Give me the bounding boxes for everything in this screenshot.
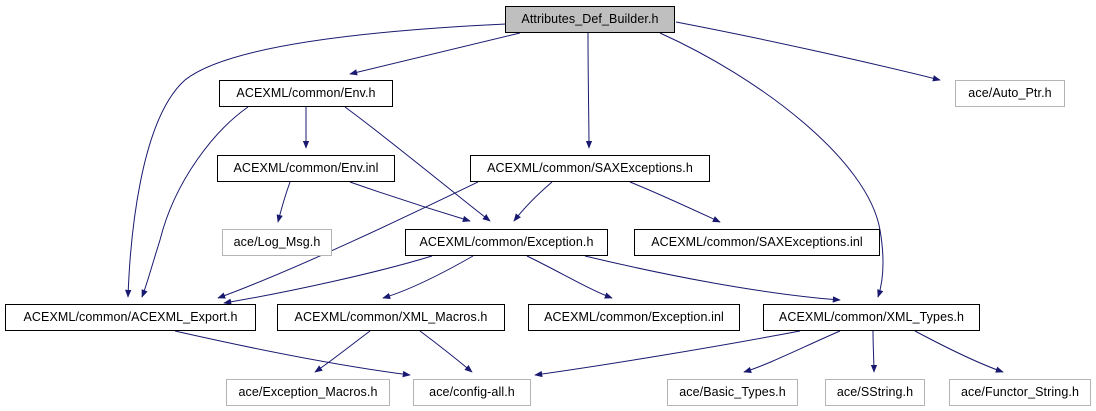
graph-node-label: ACEXML/common/XML_Types.h — [778, 310, 965, 325]
graph-edge-exception_h-to-xml_types — [584, 255, 841, 303]
graph-node-exception_inl[interactable]: ACEXML/common/Exception.inl — [528, 304, 740, 331]
graph-node-sstring[interactable]: ace/SString.h — [825, 379, 925, 406]
graph-edge-env_h-to-exception_h — [344, 106, 491, 222]
graph-edge-env_inl-to-exception_h — [349, 181, 471, 222]
graph-node-auto_ptr[interactable]: ace/Auto_Ptr.h — [955, 80, 1065, 107]
graph-edge-saxexc_h-to-export_h — [217, 181, 479, 299]
graph-node-xml_macros[interactable]: ACEXML/common/XML_Macros.h — [277, 304, 505, 331]
graph-node-label: ACEXML/common/XML_Macros.h — [294, 310, 488, 325]
graph-node-label: ACEXML/common/Exception.h — [419, 235, 594, 250]
graph-node-label: ace/Log_Msg.h — [233, 235, 321, 250]
graph-node-label: ACEXML/common/SAXExceptions.h — [487, 161, 693, 176]
graph-edge-xml_types-to-config_all — [534, 330, 801, 378]
graph-edge-root-to-export_h — [125, 23, 507, 298]
graph-edge-root-to-saxexc_h — [585, 32, 593, 149]
graph-edge-saxexc_h-to-exception_h — [513, 181, 553, 222]
graph-edge-env_inl-to-log_msg — [276, 181, 291, 223]
graph-node-config_all[interactable]: ace/config-all.h — [413, 379, 531, 406]
graph-edge-xml_macros-to-exc_macros — [314, 330, 371, 373]
graph-edge-exception_h-to-xml_macros — [382, 255, 474, 300]
graph-node-label: ACEXML/common/Exception.inl — [544, 310, 724, 325]
graph-edge-env_h-to-export_h — [141, 106, 249, 298]
graph-node-label: ace/config-all.h — [429, 385, 515, 400]
graph-node-env_inl[interactable]: ACEXML/common/Env.inl — [217, 155, 395, 182]
graph-edge-root-to-xml_types — [659, 32, 884, 298]
graph-edge-root-to-env_h — [349, 32, 521, 76]
graph-node-label: ace/Basic_Types.h — [679, 385, 786, 400]
graph-node-saxexc_h[interactable]: ACEXML/common/SAXExceptions.h — [470, 155, 710, 182]
graph-node-label: ACEXML/common/SAXExceptions.inl — [651, 235, 863, 250]
graph-node-exc_macros[interactable]: ace/Exception_Macros.h — [226, 379, 390, 406]
graph-node-saxexc_inl[interactable]: ACEXML/common/SAXExceptions.inl — [634, 229, 880, 256]
graph-edge-exception_h-to-export_h — [223, 255, 433, 305]
graph-node-export_h[interactable]: ACEXML/common/ACEXML_Export.h — [5, 304, 256, 331]
graph-node-label: ace/Auto_Ptr.h — [968, 86, 1052, 101]
graph-node-label: Attributes_Def_Builder.h — [521, 12, 659, 27]
graph-node-label: ACEXML/common/Env.h — [236, 86, 376, 101]
graph-node-xml_types[interactable]: ACEXML/common/XML_Types.h — [763, 304, 980, 331]
graph-edge-xml_types-to-sstring — [870, 330, 878, 373]
graph-node-label: ace/Functor_String.h — [960, 385, 1080, 400]
graph-edge-xml_types-to-functor_string — [914, 330, 1004, 373]
graph-node-exception_h[interactable]: ACEXML/common/Exception.h — [405, 229, 608, 256]
graph-node-label: ACEXML/common/Env.inl — [233, 161, 379, 176]
graph-node-log_msg[interactable]: ace/Log_Msg.h — [222, 229, 332, 256]
graph-edge-root-to-auto_ptr — [675, 21, 941, 82]
graph-edge-xml_types-to-basic_types — [743, 330, 841, 373]
graph-edge-saxexc_h-to-saxexc_inl — [629, 181, 721, 223]
graph-edges — [125, 21, 1004, 378]
graph-node-label: ace/Exception_Macros.h — [238, 385, 378, 400]
graph-node-env_h[interactable]: ACEXML/common/Env.h — [219, 80, 393, 107]
graph-edge-xml_macros-to-config_all — [419, 330, 473, 373]
graph-edge-exception_h-to-exception_inl — [526, 255, 613, 299]
graph-node-basic_types[interactable]: ace/Basic_Types.h — [667, 379, 798, 406]
graph-edge-export_h-to-config_all — [174, 330, 411, 378]
graph-node-label: ACEXML/common/ACEXML_Export.h — [23, 310, 238, 325]
graph-node-root: Attributes_Def_Builder.h — [505, 6, 675, 33]
graph-node-functor_string[interactable]: ace/Functor_String.h — [949, 379, 1091, 406]
graph-node-label: ace/SString.h — [836, 385, 914, 400]
